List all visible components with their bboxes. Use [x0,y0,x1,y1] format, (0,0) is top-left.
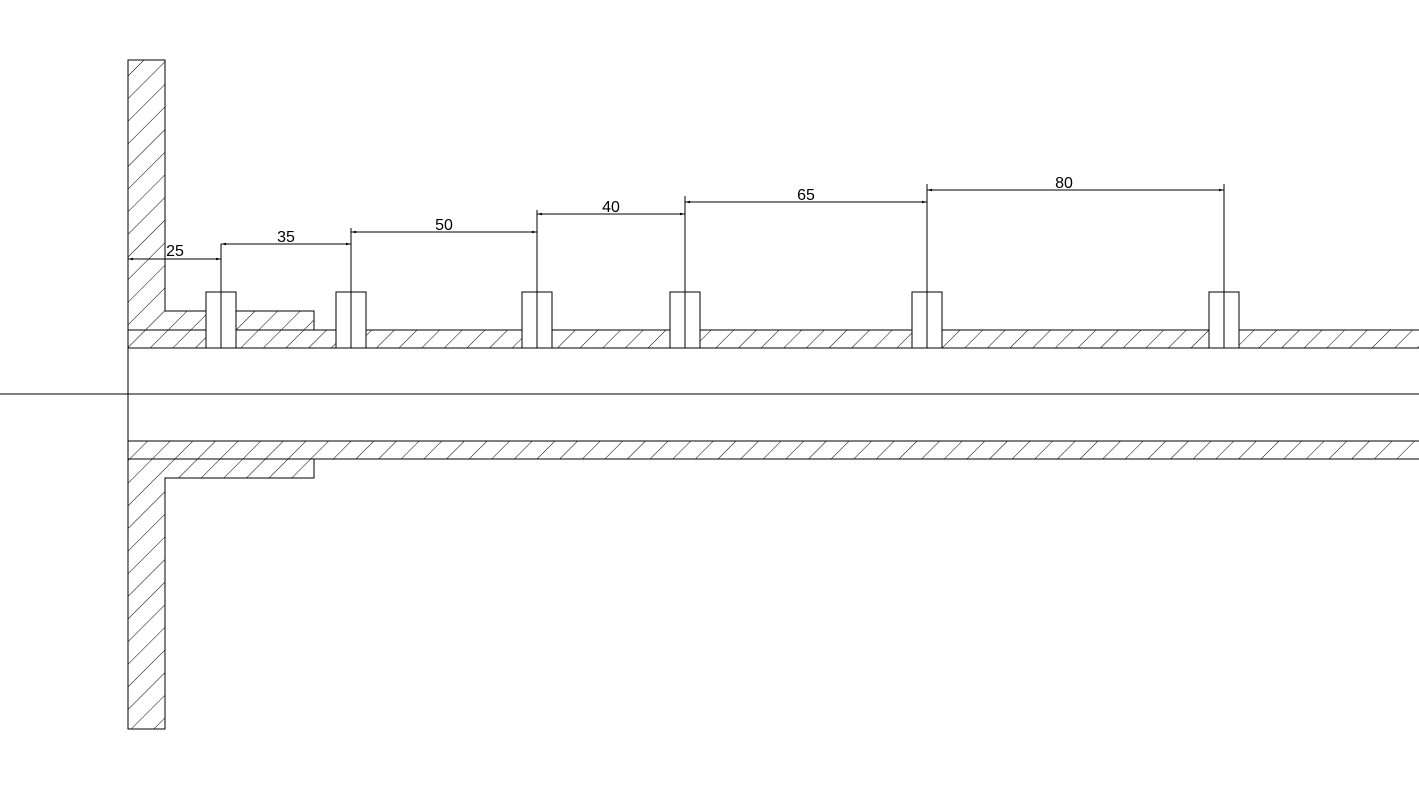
dimension-label-6: 80 [1055,175,1073,192]
fittings [205,291,1240,349]
dimension-label-5: 65 [797,187,815,204]
dimension-label-1: 25 [166,243,184,260]
pipe-wall-lower [127,440,1419,460]
dimension-label-3: 50 [435,217,453,234]
flange-lower [127,458,315,730]
dimension-lines [128,188,1224,261]
extension-lines [220,184,1225,292]
dimension-label-2: 35 [277,229,295,246]
dimension-label-4: 40 [602,199,620,216]
